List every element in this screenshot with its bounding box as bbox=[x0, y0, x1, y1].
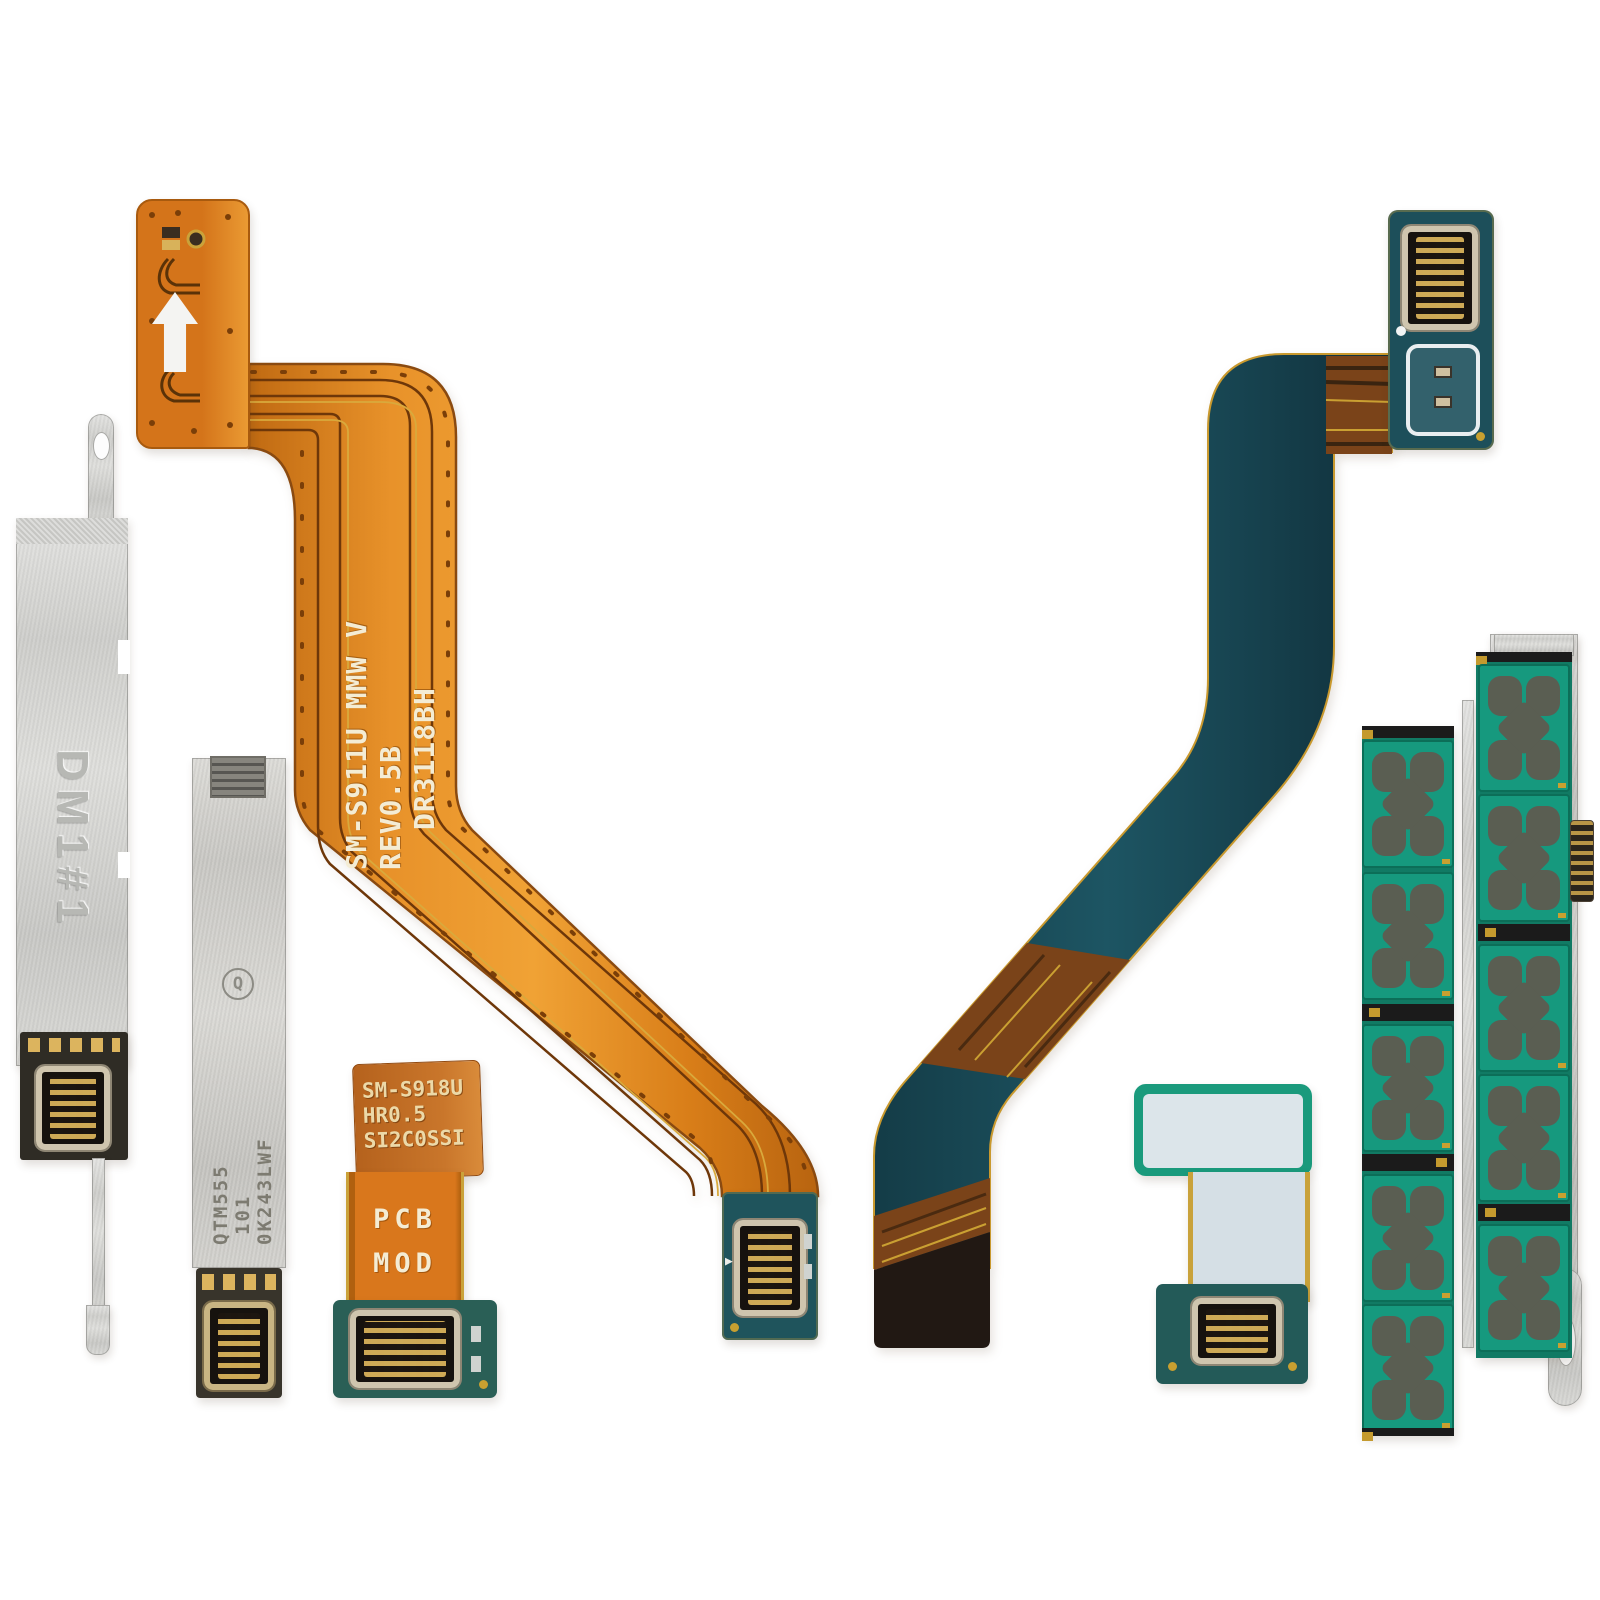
smd-component bbox=[804, 1234, 812, 1249]
smd-component bbox=[1434, 366, 1452, 378]
strip-end-cap bbox=[1362, 726, 1454, 739]
antenna-patch bbox=[1478, 664, 1570, 792]
right-bracket-left-rail bbox=[1462, 700, 1474, 1348]
dark-teal-flex-ribbon bbox=[873, 353, 1394, 1348]
smd-component bbox=[471, 1356, 481, 1372]
flex-edge-dots bbox=[250, 370, 810, 1192]
small-flex-label-line: SI2C0SSI bbox=[363, 1125, 466, 1153]
separator-bar bbox=[1478, 924, 1570, 941]
antenna-window-outline bbox=[1406, 344, 1480, 436]
board-connector-socket bbox=[34, 1064, 112, 1152]
board-connector-socket bbox=[202, 1300, 276, 1392]
main-flex-connector-pcb: ▶ bbox=[722, 1192, 818, 1340]
connector-pins bbox=[50, 1077, 96, 1139]
copper-lower-section bbox=[874, 1178, 990, 1270]
antenna-patch bbox=[1362, 1024, 1454, 1152]
white-fiducial-dot bbox=[1396, 326, 1406, 336]
board-connector-socket bbox=[1190, 1296, 1284, 1366]
triangle-mark-icon: ▶ bbox=[725, 1254, 733, 1269]
antenna-patch bbox=[1362, 1304, 1454, 1432]
bracket-engraving: DM1#1 bbox=[48, 749, 97, 931]
qtm-marking-text: QTM555 101 0K243LWF bbox=[210, 1045, 276, 1245]
smd-component bbox=[804, 1264, 812, 1279]
antenna-patch bbox=[1362, 872, 1454, 1000]
antenna-patch bbox=[1362, 740, 1454, 868]
smd-component bbox=[1434, 396, 1452, 408]
small-flex-print-line: MOD bbox=[373, 1248, 437, 1279]
antenna-patch bbox=[1478, 1074, 1570, 1202]
gold-pad-row bbox=[202, 1274, 276, 1290]
bracket-bevel-edge bbox=[16, 518, 128, 544]
main-flex-marking: SM-S911U MMW V REV0.5B DR3118BH bbox=[340, 490, 441, 870]
qualcomm-logo-mark: Q bbox=[222, 968, 254, 1000]
qtm-module-body bbox=[192, 758, 286, 1268]
bracket-foot bbox=[86, 1305, 110, 1355]
main-orange-flex-ribbon bbox=[247, 362, 820, 1198]
separator-bar bbox=[1362, 1154, 1454, 1171]
pad-circuit-traces bbox=[149, 210, 233, 434]
bracket-lower-arm bbox=[92, 1158, 105, 1318]
connector-pins bbox=[218, 1313, 260, 1379]
black-stiffener-end bbox=[874, 1232, 990, 1348]
gold-via-dot bbox=[479, 1380, 488, 1389]
teal-flex-connector-pcb bbox=[1388, 210, 1494, 450]
separator-bar bbox=[1362, 1004, 1454, 1021]
gold-via-dot bbox=[1168, 1362, 1177, 1371]
small-flex-label-line: SM-S918U bbox=[361, 1075, 464, 1103]
qtm-marking-line: QTM555 bbox=[210, 1164, 232, 1245]
green-flex-top bbox=[1134, 1084, 1312, 1176]
qtm-marking-line: 101 bbox=[232, 1194, 254, 1235]
gold-pad-row bbox=[28, 1038, 120, 1052]
gold-via-dot bbox=[1288, 1362, 1297, 1371]
separator-bar bbox=[1478, 1204, 1570, 1221]
copper-top-section bbox=[1325, 356, 1393, 454]
antenna-patch bbox=[1478, 794, 1570, 922]
antenna-patch bbox=[1362, 1174, 1454, 1302]
antenna-patch bbox=[1478, 944, 1570, 1072]
right-bracket-top-flange bbox=[1494, 634, 1574, 656]
bracket-tab-hole bbox=[93, 432, 110, 460]
strip-end-cap bbox=[1476, 652, 1572, 665]
flex-traces bbox=[250, 378, 792, 1197]
board-connector-socket bbox=[348, 1308, 462, 1390]
bracket-notch bbox=[118, 852, 130, 878]
connector-pins bbox=[1206, 1309, 1268, 1353]
bracket-notch bbox=[118, 640, 130, 674]
qtm-connector-block bbox=[196, 1268, 282, 1398]
small-flex-print-line: PCB bbox=[373, 1204, 437, 1235]
strip-side-connector bbox=[1570, 820, 1594, 902]
gold-via-dot bbox=[1476, 432, 1485, 441]
right-flex-connector-pcb bbox=[1156, 1284, 1308, 1384]
antenna-patch bbox=[1478, 1224, 1570, 1352]
connector-pins bbox=[364, 1321, 446, 1377]
connector-pins bbox=[1416, 237, 1464, 319]
small-flex-body: PCB MOD bbox=[346, 1172, 464, 1306]
strip-end-cap bbox=[1362, 1428, 1454, 1441]
copper-mid-section bbox=[921, 943, 1130, 1079]
small-flex-connector-pcb bbox=[333, 1300, 497, 1398]
orange-flex-top-pad bbox=[136, 199, 250, 449]
connector-pins bbox=[748, 1231, 792, 1305]
flex-gold-traces bbox=[250, 401, 769, 1197]
board-connector-socket bbox=[1400, 224, 1480, 332]
gold-via-dot bbox=[730, 1323, 739, 1332]
qtm-marking-line: 0K243LWF bbox=[254, 1137, 276, 1245]
white-sticker bbox=[1143, 1094, 1303, 1168]
flex-marking-line: DR3118BH bbox=[408, 687, 441, 830]
green-flex-stem bbox=[1188, 1172, 1310, 1302]
bracket-connector-block bbox=[20, 1032, 128, 1160]
small-flex-label: SM-S918U HR0.5 SI2C0SSI bbox=[352, 1059, 484, 1181]
flex-marking-line: SM-S911U MMW V REV0.5B bbox=[340, 619, 407, 870]
board-connector-socket bbox=[732, 1218, 808, 1318]
qtm-top-label bbox=[210, 756, 266, 798]
left-bracket-body bbox=[16, 518, 128, 1066]
bracket-top-tab bbox=[88, 414, 114, 526]
smd-component bbox=[471, 1326, 481, 1342]
